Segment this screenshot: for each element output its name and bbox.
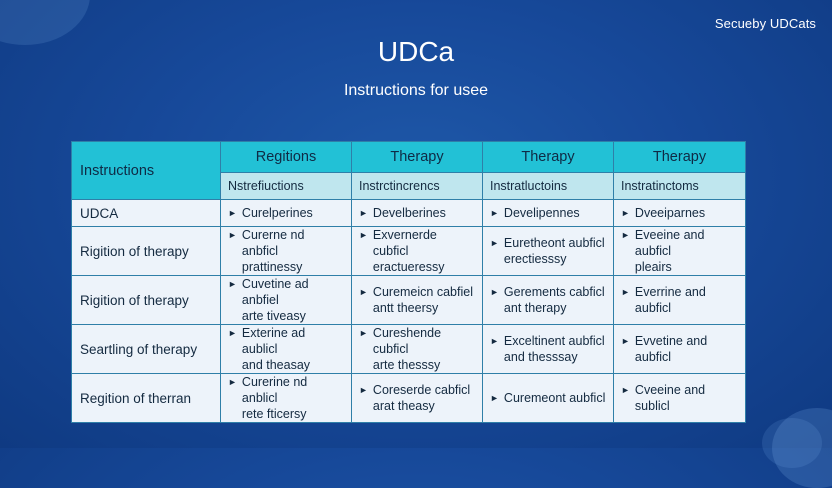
column-header-therapy-1: Therapy — [351, 141, 483, 173]
table-cell: ► Curemeont aubficl — [482, 373, 614, 423]
table-row: Regition of therran ► Curerine nd anblicl… — [71, 373, 746, 423]
cell-text: Curelperines — [241, 206, 313, 220]
table-cell: ► Coreserde cabficl arat theasy — [351, 373, 483, 423]
table-cell: ► Everrine and aubficl — [613, 275, 746, 325]
table-cell: ► Curemeicn cabfiel antt theersy — [351, 275, 483, 325]
table-cell: ► Cuvetine ad anbfiel arte tiveasy — [220, 275, 352, 325]
brand-label: Secueby UDCats — [714, 16, 816, 31]
cell-text: Curemeicn cabfiel antt theersy — [372, 285, 473, 315]
bullet-icon: ► — [228, 208, 237, 218]
table-cell: ► Evvetine and aubficl — [613, 324, 746, 374]
table-cell: ► Curerne nd anbficl prattinessy — [220, 226, 352, 276]
bullet-icon: ► — [228, 328, 237, 338]
instructions-table: Instructions Regitions Therapy Therapy T… — [71, 141, 746, 423]
column-subheader-3: Instratluctoins — [482, 172, 614, 200]
cell-text: Evvetine and aubficl — [634, 334, 708, 364]
cell-text: Exvernerde cubficl eractueressy — [372, 228, 445, 274]
table-row: Rigition of therapy ► Curerne nd anbficl … — [71, 226, 746, 276]
table-subheader-row: Nstrefiuctions Instrctincrencs Instratlu… — [72, 172, 746, 200]
table-cell: ► Gerements cabficl ant therapy — [482, 275, 614, 325]
table-row: UDCA ► Curelperines ► Develberines ► Develi… — [71, 199, 746, 227]
table-header-row: Instructions Regitions Therapy Therapy T… — [71, 141, 746, 200]
table-cell: ► Cveeine and sublicl — [613, 373, 746, 423]
column-header-therapy-2: Therapy — [482, 141, 614, 173]
cell-text: Euretheont aubficl erectiesssy — [503, 236, 605, 266]
bullet-icon: ► — [621, 287, 630, 297]
column-subheader-2: Instrctincrencs — [351, 172, 483, 200]
cell-text: Cureshende cubficl arte thesssy — [372, 326, 442, 372]
table-cell: ► Cureshende cubficl arte thesssy — [351, 324, 483, 374]
row-label: Regition of therran — [71, 373, 221, 423]
bullet-icon: ► — [490, 287, 499, 297]
page-subtitle: Instructions for usee — [343, 82, 489, 99]
cell-text: Develberines — [372, 206, 446, 220]
bullet-icon: ► — [359, 230, 368, 240]
bullet-icon: ► — [359, 287, 368, 297]
row-label: Rigition of therapy — [71, 275, 221, 325]
cell-text: Cuvetine ad anbfiel arte tiveasy — [241, 277, 309, 323]
bullet-icon: ► — [621, 208, 630, 218]
row-label: Seartling of therapy — [71, 324, 221, 374]
cell-text: Exceltinent aubficl and thesssay — [503, 334, 605, 364]
bullet-icon: ► — [228, 279, 237, 289]
bullet-icon: ► — [359, 385, 368, 395]
column-header-regitions: Regitions — [220, 141, 352, 173]
bullet-icon: ► — [490, 393, 499, 403]
table-cell: ► Exvernerde cubficl eractueressy — [351, 226, 483, 276]
page-title: UDCa — [377, 36, 455, 67]
column-header-therapy-3: Therapy — [613, 141, 746, 173]
row-label: Rigition of therapy — [71, 226, 221, 276]
column-subheader-1: Nstrefiuctions — [220, 172, 352, 200]
table-cell: ► Curelperines — [220, 199, 352, 227]
column-header-instructions: Instructions — [71, 141, 221, 200]
bullet-icon: ► — [490, 238, 499, 248]
cell-text: Dveeiparnes — [634, 206, 706, 220]
decorative-blob-bottom-right-small — [762, 418, 822, 468]
table-cell: ► Euretheont aubficl erectiesssy — [482, 226, 614, 276]
cell-text: Eveeine and aubficl pleairs — [634, 228, 705, 274]
bullet-icon: ► — [228, 377, 237, 387]
cell-text: Gerements cabficl ant therapy — [503, 285, 605, 315]
bullet-icon: ► — [621, 385, 630, 395]
bullet-icon: ► — [490, 336, 499, 346]
table-cell: ► Exterine ad aublicl and theasay — [220, 324, 352, 374]
cell-text: Curerine nd anblicl rete fticersy — [241, 375, 308, 421]
bullet-icon: ► — [490, 208, 499, 218]
table-cell: ► Curerine nd anblicl rete fticersy — [220, 373, 352, 423]
bullet-icon: ► — [228, 230, 237, 240]
bullet-icon: ► — [359, 328, 368, 338]
cell-text: Develipennes — [503, 206, 580, 220]
instructions-table-container: Instructions Regitions Therapy Therapy T… — [71, 141, 746, 423]
cell-text: Cveeine and sublicl — [634, 383, 706, 413]
cell-text: Curemeont aubficl — [503, 391, 606, 405]
table-cell: ► Develipennes — [482, 199, 614, 227]
table-row: Seartling of therapy ► Exterine ad aublic… — [71, 324, 746, 374]
table-row: Rigition of therapy ► Cuvetine ad anbfiel… — [71, 275, 746, 325]
table-cell: ► Dveeiparnes — [613, 199, 746, 227]
table-cell: ► Exceltinent aubficl and thesssay — [482, 324, 614, 374]
cell-text: Coreserde cabficl arat theasy — [372, 383, 471, 413]
table-cell: ► Eveeine and aubficl pleairs — [613, 226, 746, 276]
bullet-icon: ► — [359, 208, 368, 218]
row-label: UDCA — [71, 199, 221, 227]
cell-text: Everrine and aubficl — [634, 285, 706, 315]
bullet-icon: ► — [621, 230, 630, 240]
cell-text: Exterine ad aublicl and theasay — [241, 326, 311, 372]
table-cell: ► Develberines — [351, 199, 483, 227]
cell-text: Curerne nd anbficl prattinessy — [241, 228, 305, 274]
column-subheader-4: Instratinctoms — [613, 172, 746, 200]
bullet-icon: ► — [621, 336, 630, 346]
